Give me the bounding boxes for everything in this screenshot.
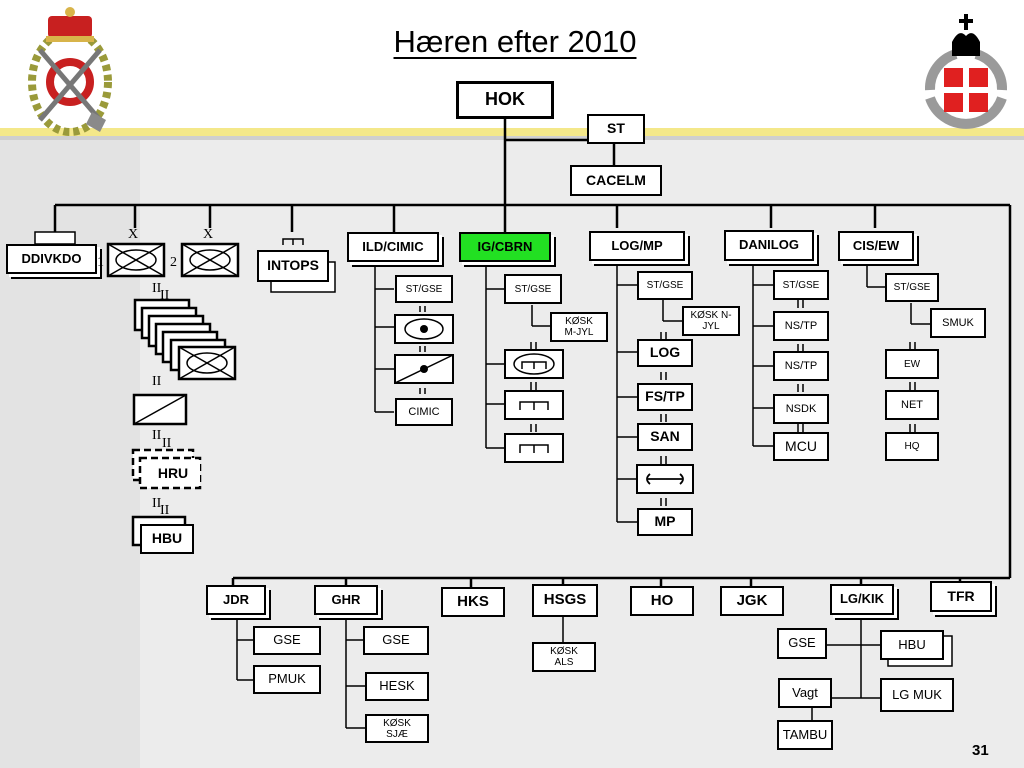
intops-label: INTOPS bbox=[267, 257, 319, 274]
brigade-echelon-label: X bbox=[203, 227, 214, 242]
ild-cimic-box: ILD/CIMIC bbox=[347, 232, 439, 262]
log-stgse-box: ST/GSE bbox=[637, 271, 693, 300]
st-box: ST bbox=[587, 114, 645, 144]
hbu-box: HBU bbox=[140, 524, 194, 554]
battalion-echelon-label: II bbox=[152, 374, 162, 389]
danilog-box: DANILOG bbox=[724, 230, 814, 261]
lgkik-gse-box: GSE bbox=[777, 628, 827, 659]
net-box: NET bbox=[885, 390, 939, 420]
header-band-yellow bbox=[0, 128, 1024, 136]
page-title: Hæren efter 2010 bbox=[393, 24, 637, 59]
nstp-box-2: NS/TP bbox=[773, 351, 829, 381]
ddivkdo-box: DDIVKDO bbox=[6, 244, 97, 274]
battalion-echelon-label: II bbox=[152, 496, 162, 511]
brigade-echelon-label: X bbox=[128, 227, 139, 242]
battalion-echelon-label: II bbox=[160, 288, 170, 303]
cacelm-box: CACELM bbox=[570, 165, 662, 196]
kosk-mjyl-box: KØSK M-JYL bbox=[550, 312, 608, 342]
page-number: 31 bbox=[972, 742, 989, 759]
battalion-echelon-label: II bbox=[152, 281, 162, 296]
smuk-box: SMUK bbox=[930, 308, 986, 338]
cis-stgse-box: ST/GSE bbox=[885, 273, 939, 302]
san-box: SAN bbox=[637, 423, 693, 451]
hks-box: HKS bbox=[441, 587, 505, 617]
vagt-box: Vagt bbox=[778, 678, 832, 708]
ghr-gse-box: GSE bbox=[363, 626, 429, 655]
ew-box: EW bbox=[885, 349, 939, 379]
pmuk-box: PMUK bbox=[253, 665, 321, 694]
mcu-box: MCU bbox=[773, 432, 829, 461]
lgkik-hbu-box: HBU bbox=[880, 630, 944, 660]
log-mp-box: LOG/MP bbox=[589, 231, 685, 261]
log-box: LOG bbox=[637, 339, 693, 367]
lgmuk-box: LG MUK bbox=[880, 678, 954, 712]
jdr-box: JDR bbox=[206, 585, 266, 615]
ild-stgse-box: ST/GSE bbox=[395, 275, 453, 303]
kosk-sjae-box: KØSK SJÆ bbox=[365, 714, 429, 743]
nsdk-box: NSDK bbox=[773, 394, 829, 424]
brigade-1-label: 1 bbox=[97, 255, 104, 270]
battalion-echelon-label: II bbox=[152, 428, 162, 443]
mp-box: MP bbox=[637, 508, 693, 536]
cis-ew-box: CIS/EW bbox=[838, 231, 914, 261]
hru-label: HRU bbox=[146, 462, 200, 486]
ho-box: HO bbox=[630, 586, 694, 616]
ig-cbrn-box: IG/CBRN bbox=[459, 232, 551, 262]
tfr-box: TFR bbox=[930, 581, 992, 612]
jgk-box: JGK bbox=[720, 586, 784, 616]
fstp-box: FS/TP bbox=[637, 383, 693, 411]
battalion-echelon-label: II bbox=[162, 436, 172, 451]
hok-box: HOK bbox=[456, 81, 554, 119]
nstp-box-1: NS/TP bbox=[773, 311, 829, 341]
kosk-als-box: KØSK ALS bbox=[532, 642, 596, 672]
cimic-box: CIMIC bbox=[395, 398, 453, 426]
brigade-2-label: 2 bbox=[170, 255, 177, 270]
kosk-njyl-box: KØSK N-JYL bbox=[682, 306, 740, 336]
hsgs-box: HSGS bbox=[532, 584, 598, 617]
jdr-gse-box: GSE bbox=[253, 626, 321, 655]
ig-stgse-box: ST/GSE bbox=[504, 274, 562, 304]
danilog-stgse-box: ST/GSE bbox=[773, 270, 829, 300]
hesk-box: HESK bbox=[365, 672, 429, 701]
hq-box: HQ bbox=[885, 432, 939, 461]
lgkik-box: LG/KIK bbox=[830, 584, 894, 615]
tambu-box: TAMBU bbox=[777, 720, 833, 750]
battalion-echelon-label: II bbox=[160, 503, 170, 518]
ghr-box: GHR bbox=[314, 585, 378, 615]
header-band-grey bbox=[0, 136, 1024, 140]
